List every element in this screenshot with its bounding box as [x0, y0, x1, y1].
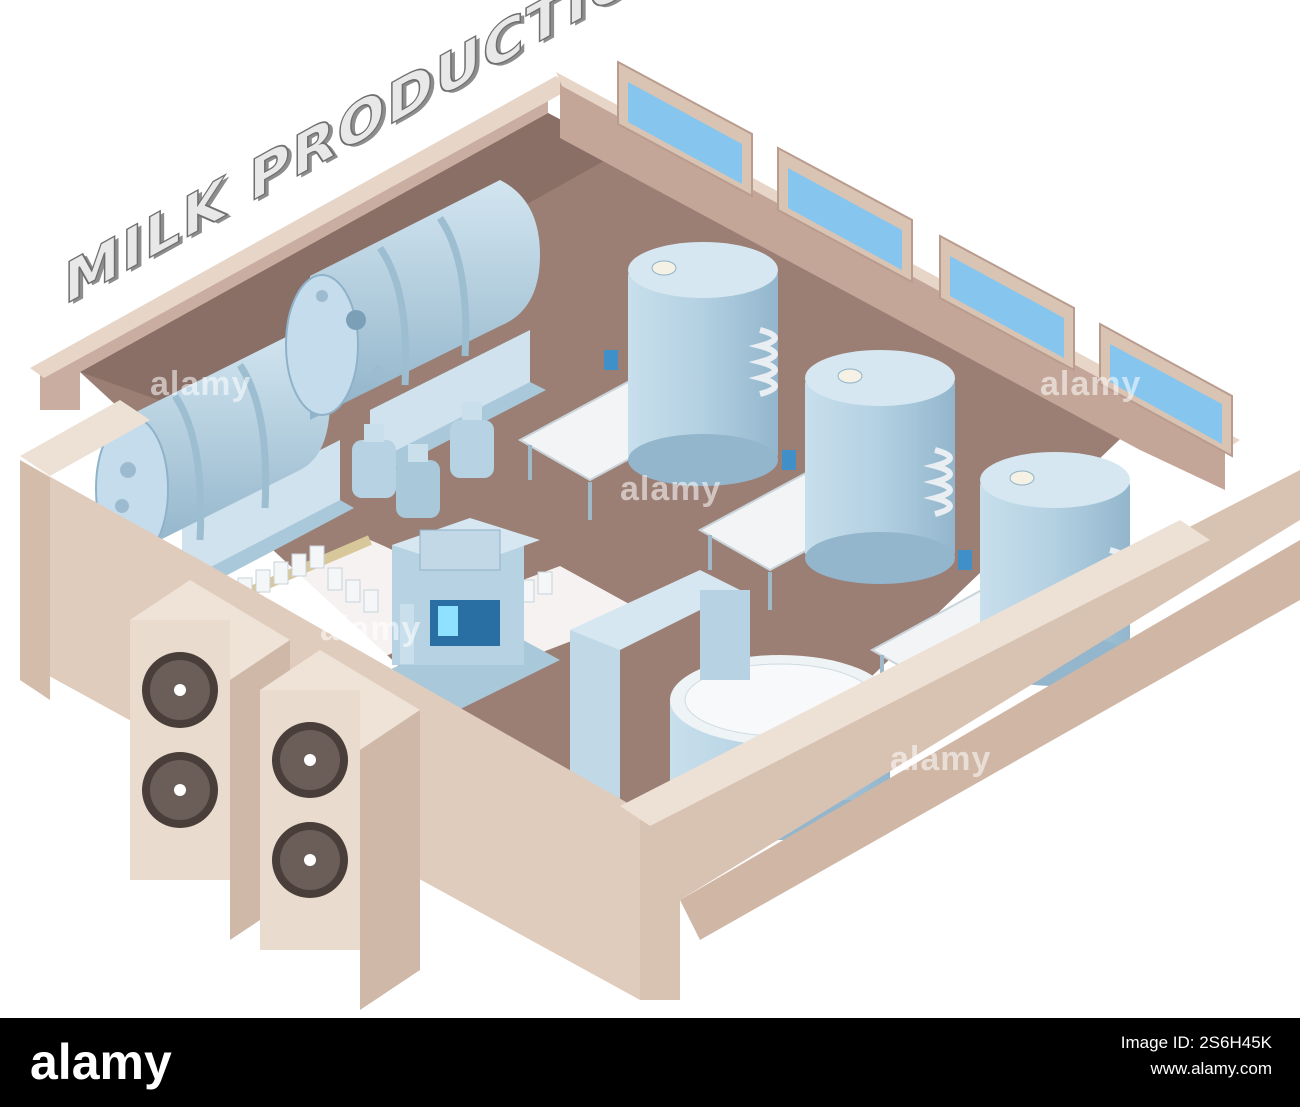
windows [617, 60, 1233, 458]
vertical-tank-2 [697, 350, 955, 610]
milk-cans [352, 402, 494, 518]
control-machine [368, 518, 560, 720]
watermark-5: alamy [890, 740, 991, 778]
image-meta: Image ID: 2S6H45K www.alamy.com [1121, 1030, 1272, 1082]
watermark-2: alamy [620, 470, 721, 508]
site-url: www.alamy.com [1150, 1059, 1272, 1078]
front-wall-right [640, 470, 1300, 1000]
watermark-3: alamy [1040, 365, 1141, 403]
alamy-logo: alamy [30, 1034, 172, 1090]
factory-illustration: MILK PRODUCTION MILK PRODUCTION [20, 0, 1300, 1010]
vertical-tank-1 [517, 242, 778, 520]
front-wall-left-side [20, 460, 50, 700]
watermark-4: alamy [320, 610, 421, 648]
footer-bar: alamy Image ID: 2S6H45K www.alamy.com [0, 1018, 1300, 1107]
back-wall-left-top [30, 76, 572, 378]
image-id: Image ID: 2S6H45K [1120, 1033, 1272, 1052]
watermarks: alamy alamy alamy alamy alamy [150, 365, 1141, 778]
front-wall-right-top [620, 520, 1210, 826]
watermark-1: alamy [150, 365, 251, 403]
front-wall-right-face [680, 540, 1300, 940]
front-wall-left-top [20, 400, 150, 476]
ac-unit-right [260, 650, 420, 1010]
